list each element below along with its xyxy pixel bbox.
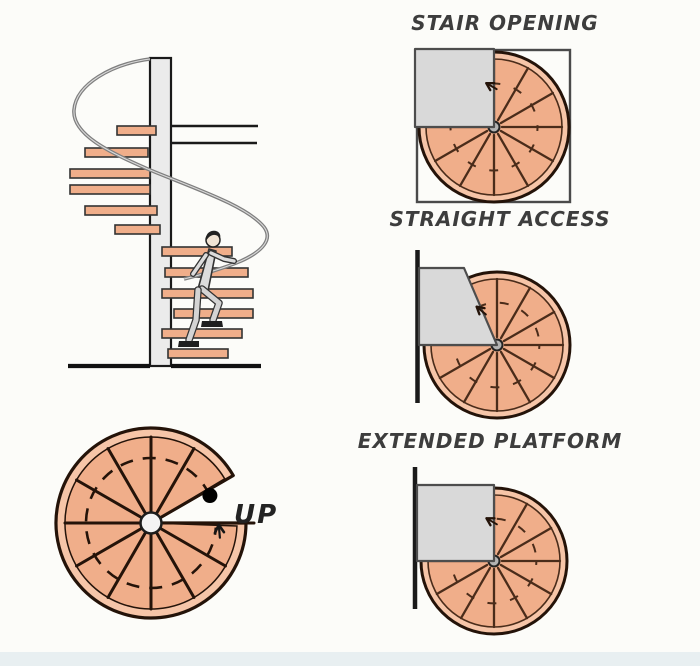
label-stair-opening: STAIR OPENING [411, 11, 599, 35]
footer-strip [0, 652, 700, 666]
tread [167, 348, 229, 359]
handrail-start-dot [202, 488, 218, 504]
stair-opening-plan [413, 47, 572, 204]
tread [69, 168, 151, 179]
elevation-figure [68, 56, 270, 369]
up-label: UP [234, 500, 279, 530]
tread [116, 125, 157, 136]
tread [161, 328, 243, 339]
plan-view-figure [54, 426, 256, 620]
label-straight-access: STRAIGHT ACCESS [389, 207, 611, 231]
straight-access-plan [415, 250, 572, 420]
label-extended-platform: EXTENDED PLATFORM [357, 429, 623, 453]
person-climbing [178, 230, 237, 347]
tread [161, 246, 233, 257]
tread [84, 205, 158, 216]
person-hair [205, 230, 221, 241]
extended-platform-plan [412, 467, 569, 636]
tread [69, 184, 151, 195]
tread [114, 224, 161, 235]
center-pole [139, 511, 163, 535]
